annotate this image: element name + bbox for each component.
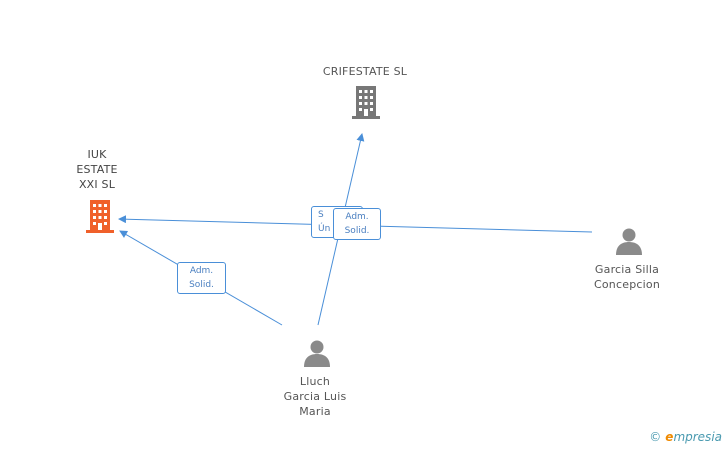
- role-line: Adm.: [189, 266, 214, 276]
- company-name-iuk[interactable]: IUK ESTATE XXI SL: [52, 147, 142, 192]
- empresia-logo-text: mpresia: [673, 430, 722, 444]
- building-icon[interactable]: [350, 84, 382, 120]
- role-badge-adm-solid[interactable]: Adm. Solid.: [333, 208, 381, 240]
- role-line: Solid.: [344, 226, 370, 236]
- company-name-line: ESTATE: [76, 163, 118, 176]
- person-name-line: Garcia Silla: [594, 263, 660, 276]
- role-line: S: [318, 210, 324, 220]
- person-name-line: Lluch: [299, 375, 331, 388]
- role-badge-adm-solid[interactable]: Adm. Solid.: [177, 262, 226, 294]
- person-name-line: Maria: [299, 405, 331, 418]
- person-icon[interactable]: [614, 226, 644, 256]
- empresia-watermark: ©empresia: [649, 430, 722, 444]
- person-name-line: Concepcion: [594, 278, 660, 291]
- person-name-lluch[interactable]: Lluch Garcia Luis Maria: [265, 374, 365, 419]
- building-icon[interactable]: [84, 198, 116, 234]
- person-icon[interactable]: [302, 338, 332, 368]
- person-name-line: Garcia Luis: [283, 390, 347, 403]
- company-name-line: IUK: [87, 148, 107, 161]
- person-name-garcia-silla[interactable]: Garcia Silla Concepcion: [572, 262, 682, 292]
- company-name-crifestate[interactable]: CRIFESTATE SL: [322, 65, 408, 78]
- copyright-symbol: ©: [649, 430, 662, 444]
- company-name-line: XXI SL: [78, 178, 116, 191]
- role-line: Solid.: [189, 280, 214, 290]
- role-line: Ún: [318, 224, 331, 234]
- empresia-logo-initial: e: [665, 430, 674, 444]
- role-line: Adm.: [345, 212, 369, 222]
